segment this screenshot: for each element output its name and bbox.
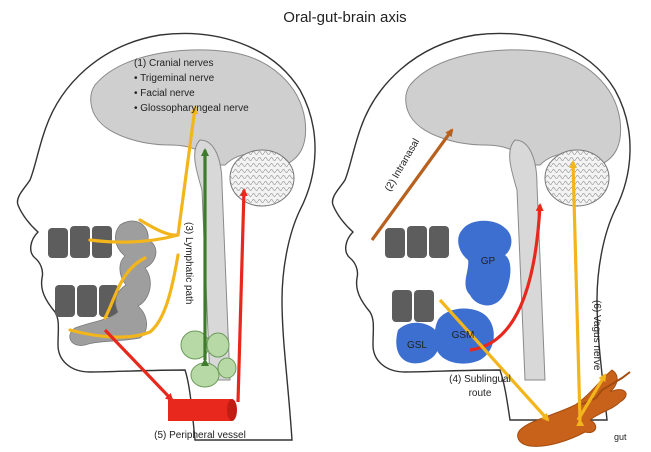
vagus-nerve-label: (6) Vagus nerve <box>591 300 602 371</box>
right-head-panel: (2) Intranasal GP GSM GSL (4) Sublingual… <box>332 33 630 446</box>
peripheral-vessel-label: (5) Peripheral vessel <box>154 430 246 441</box>
sublingual-label-line2: route <box>469 388 492 399</box>
figure-title: Oral-gut-brain axis <box>283 9 406 26</box>
lymphatic-path-label: (3) Lymphatic path <box>183 222 194 304</box>
left-head-panel: (1) Cranial nerves • Trigeminal nerve • … <box>17 33 315 441</box>
cranial-nerve-item: • Glossopharyngeal nerve <box>134 103 249 114</box>
gland-gp-label: GP <box>481 256 496 267</box>
gut-label: gut <box>614 432 627 442</box>
gland-gsm-label: GSM <box>452 330 475 341</box>
gland-gsl-label: GSL <box>407 340 427 351</box>
cranial-nerves-heading: (1) Cranial nerves <box>134 58 213 69</box>
peripheral-vessel <box>168 399 232 421</box>
right-cerebellum <box>545 150 609 206</box>
cranial-nerve-item: • Trigeminal nerve <box>134 73 215 84</box>
sublingual-label-line1: (4) Sublingual <box>449 374 511 385</box>
left-cerebellum <box>230 150 294 206</box>
right-upper-teeth <box>385 226 449 258</box>
cranial-nerve-item: • Facial nerve <box>134 88 195 99</box>
